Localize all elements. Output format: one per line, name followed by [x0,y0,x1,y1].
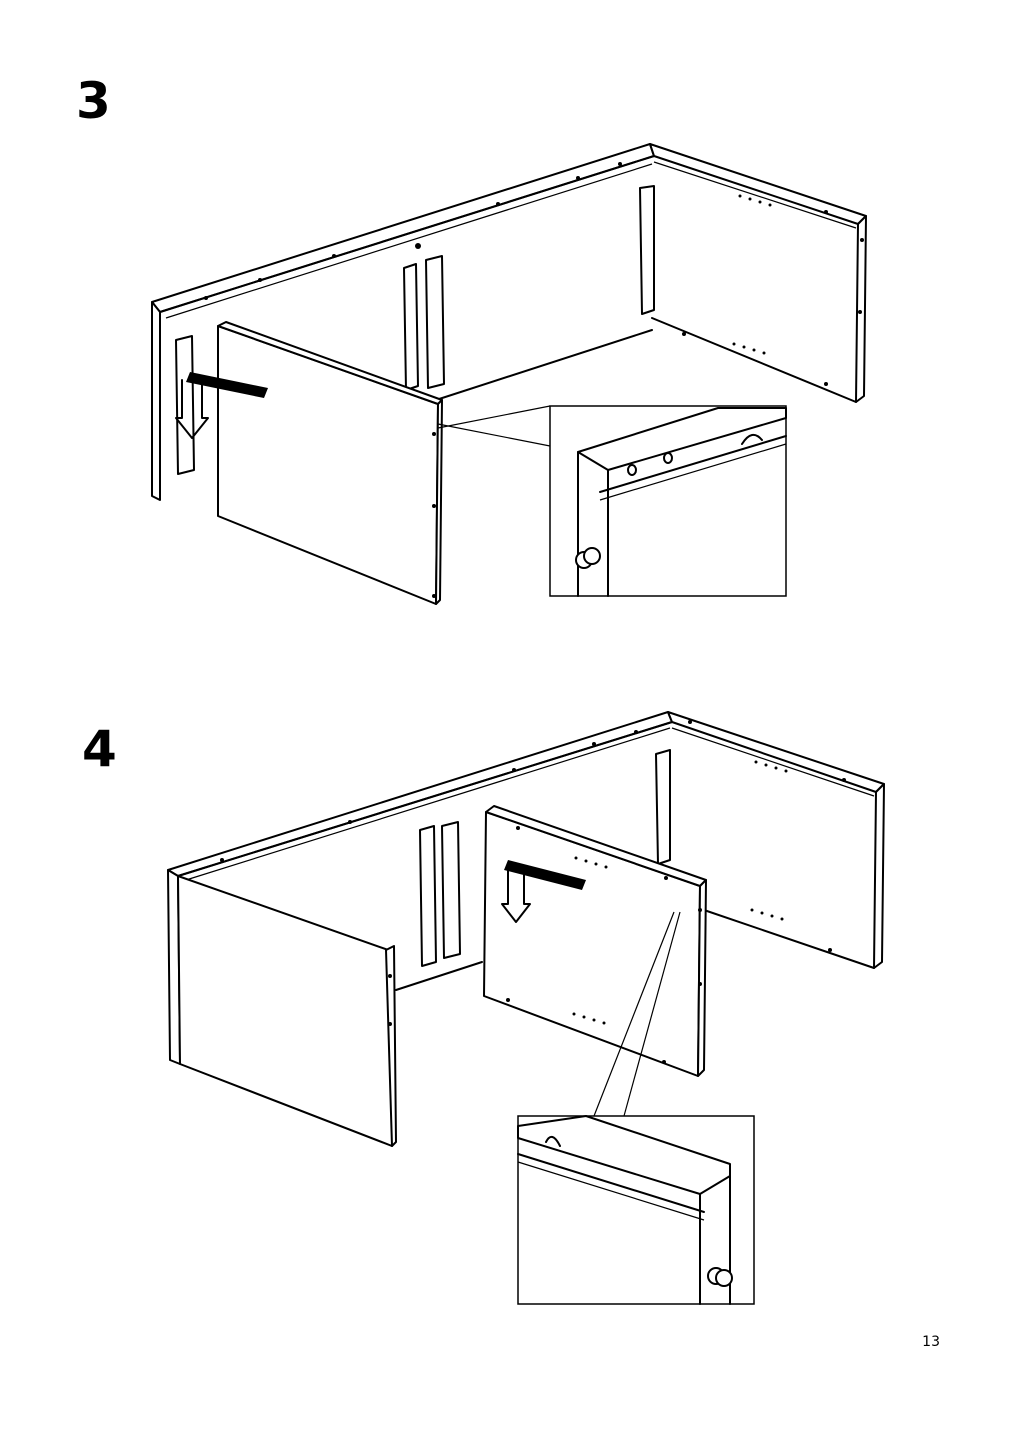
page-number: 13 [922,1334,940,1350]
insert-arrow [175,372,268,439]
center-rails [419,749,671,967]
right-side-panel [649,143,867,403]
right-side-panel [667,711,885,969]
detail-callout-step-4 [517,911,755,1305]
left-side-panel [167,869,397,1147]
left-rail [175,335,195,475]
cam-holes [204,162,864,598]
insert-arrow [501,860,586,923]
step-3-illustration [151,143,867,605]
step-3-number: 3 [76,72,111,130]
cam-holes [220,720,846,1064]
center-rails [403,185,655,391]
step-4-number: 4 [82,720,117,778]
detail-callout-step-3 [437,405,787,597]
divider-panel [483,805,707,1077]
step-4-illustration [167,711,885,1305]
left-side-panel [217,321,443,605]
back-panel [167,711,673,881]
back-panel [151,143,655,501]
